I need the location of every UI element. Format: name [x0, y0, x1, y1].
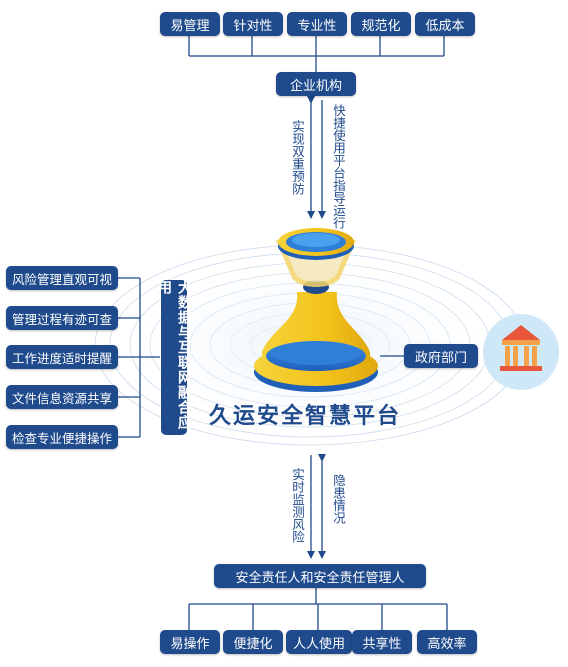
feature-inspection-ops: 检查专业便捷操作 [6, 425, 118, 449]
feature-easy-operate: 易操作 [160, 630, 220, 654]
platform-guidance-text: 快捷使用平台指导运行 [331, 104, 346, 229]
top-connectors [188, 34, 445, 72]
hourglass-logo [254, 228, 378, 392]
feature-process-traceable: 管理过程有迹可查 [6, 306, 118, 330]
feature-everyone-use: 人人使用 [286, 630, 352, 654]
feature-progress-reminder: 工作进度适时提醒 [6, 345, 118, 369]
bigdata-node: 大数据与互联网融合应用 [156, 280, 192, 435]
feature-risk-visual: 风险管理直观可视 [6, 266, 118, 290]
feature-high-efficiency: 高效率 [417, 630, 477, 654]
feature-standardized: 规范化 [351, 12, 411, 36]
government-building-icon [483, 314, 559, 390]
responsible-node: 安全责任人和安全责任管理人 [214, 564, 426, 588]
feature-low-cost: 低成本 [415, 12, 475, 36]
left-connectors [118, 277, 160, 438]
hazard-status-text: 隐患情况 [331, 474, 346, 524]
realtime-monitor-text: 实时监测风险 [290, 468, 305, 543]
feature-file-sharing: 文件信息资源共享 [6, 385, 118, 409]
feature-convenient: 便捷化 [223, 630, 283, 654]
feature-targeted: 针对性 [223, 12, 283, 36]
dual-prevention-text: 实现双重预防 [290, 120, 305, 195]
feature-sharing: 共享性 [352, 630, 412, 654]
feature-professional: 专业性 [287, 12, 347, 36]
bottom-connectors [188, 586, 448, 630]
feature-easy-manage: 易管理 [160, 12, 220, 36]
government-node: 政府部门 [404, 344, 478, 368]
platform-title: 久运安全智慧平台 [208, 404, 401, 429]
enterprise-node: 企业机构 [276, 72, 356, 96]
